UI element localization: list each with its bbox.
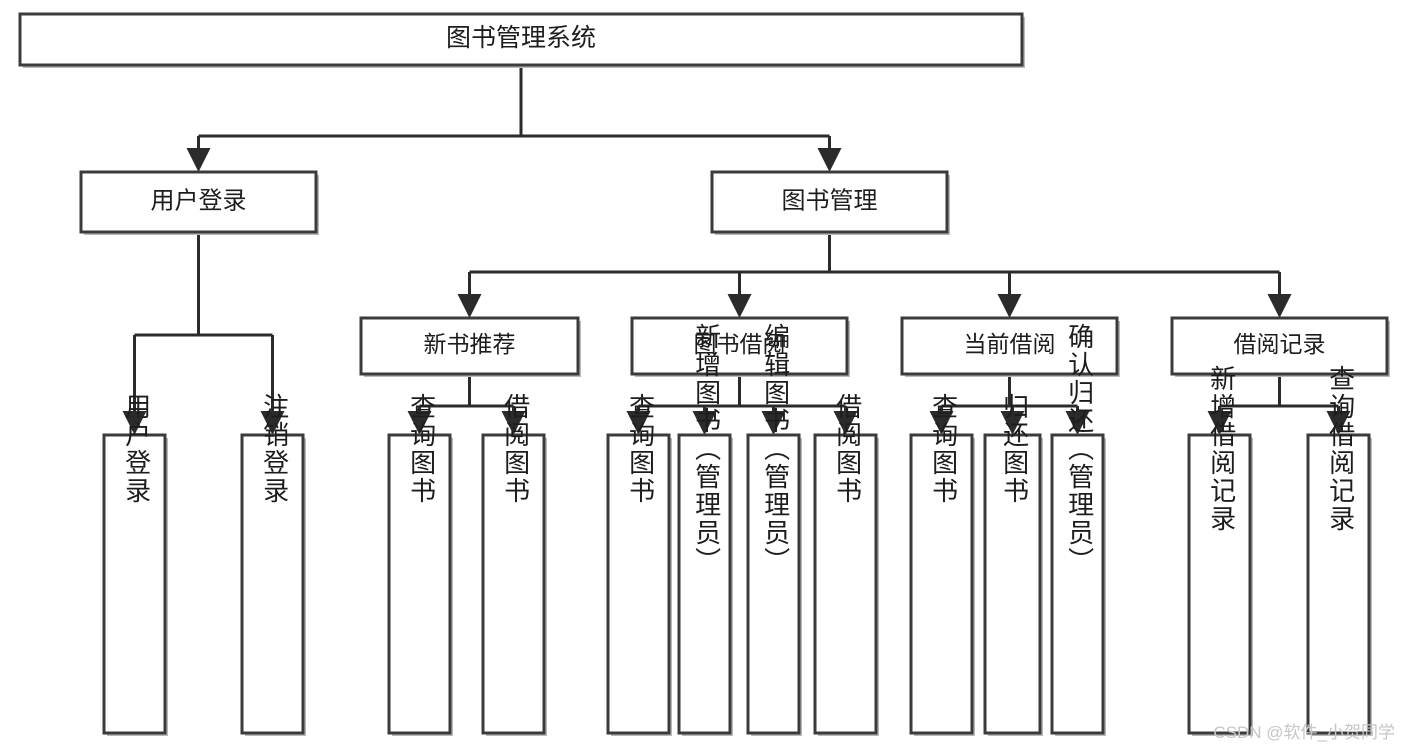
node-boxes: 图书管理系统用户登录图书管理新书推荐图书借阅当前借阅借阅记录用户登录注销登录查询… [18,12,1390,736]
node-label-leaf-user-login: 用户登录 [122,393,152,505]
node-label-root: 图书管理系统 [446,24,596,52]
node-user-login[interactable]: 用户登录 [79,170,319,235]
node-label-leaf-query-book-3: 查询图书 [929,393,959,505]
node-label-leaf-edit-book: 编辑图书（管理员） [761,323,791,575]
node-leaf-borrow-book-1[interactable]: 借阅图书 [481,393,547,736]
node-leaf-add-book[interactable]: 新增图书（管理员） [677,323,733,736]
node-label-leaf-return-book: 归还图书 [1000,393,1030,505]
node-book-manage[interactable]: 图书管理 [710,170,950,235]
node-leaf-query-book-1[interactable]: 查询图书 [387,393,453,736]
node-label-leaf-borrow-book-1: 借阅图书 [501,393,531,505]
node-label-new-book-recommend: 新书推荐 [424,331,516,357]
node-label-leaf-add-book: 新增图书（管理员） [692,323,722,575]
node-new-book-recommend[interactable]: 新书推荐 [359,316,581,377]
node-leaf-edit-book[interactable]: 编辑图书（管理员） [746,323,802,736]
node-leaf-user-login[interactable]: 用户登录 [102,393,168,736]
node-leaf-query-book-2[interactable]: 查询图书 [606,393,672,736]
node-label-leaf-query-book-1: 查询图书 [407,393,437,505]
node-label-borrow-record: 借阅记录 [1234,331,1326,357]
node-label-leaf-query-record: 查询借阅记录 [1326,365,1356,533]
node-label-book-borrow: 图书借阅 [694,331,786,357]
node-label-current-borrow: 当前借阅 [964,331,1056,357]
node-current-borrow[interactable]: 当前借阅 [900,316,1120,377]
node-leaf-query-record[interactable]: 查询借阅记录 [1306,365,1372,736]
node-label-leaf-logout: 注销登录 [260,393,290,505]
node-label-leaf-query-book-2: 查询图书 [626,393,656,505]
node-label-leaf-confirm-return: 确认归还（管理员） [1065,323,1095,575]
csdn-watermark: CSDN @软件_小贺同学 [1213,723,1395,742]
node-leaf-add-record[interactable]: 新增借阅记录 [1187,365,1253,736]
node-leaf-query-book-3[interactable]: 查询图书 [909,393,975,736]
node-borrow-record[interactable]: 借阅记录 [1170,316,1390,377]
node-label-leaf-add-record: 新增借阅记录 [1207,365,1237,533]
node-root[interactable]: 图书管理系统 [18,12,1025,68]
node-leaf-logout[interactable]: 注销登录 [240,393,306,736]
node-label-book-manage: 图书管理 [782,187,878,214]
node-leaf-confirm-return[interactable]: 确认归还（管理员） [1050,323,1106,736]
connector-links [122,65,1351,435]
node-book-borrow[interactable]: 图书借阅 [630,316,850,377]
node-leaf-return-book[interactable]: 归还图书 [983,393,1043,736]
node-label-user-login: 用户登录 [151,187,247,214]
node-label-leaf-borrow-book-2: 借阅图书 [833,393,863,505]
node-leaf-borrow-book-2[interactable]: 借阅图书 [813,393,879,736]
